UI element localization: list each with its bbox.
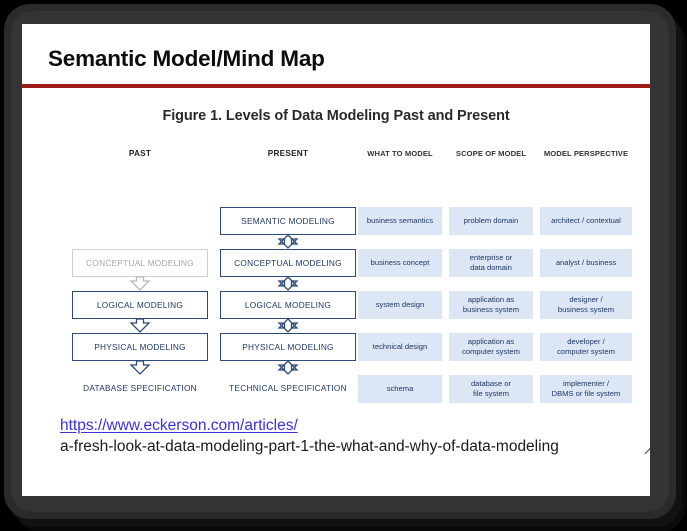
down-arrow-icon bbox=[129, 318, 151, 333]
cell-model-perspective-row-4: developer /computer system bbox=[540, 333, 632, 361]
source-link-url-line1[interactable]: https://www.eckerson.com/articles/ bbox=[60, 417, 298, 434]
present-box-logical-modeling: LOGICAL MODELING bbox=[220, 291, 356, 319]
source-link-block[interactable]: https://www.eckerson.com/articles/ a-fre… bbox=[60, 416, 650, 458]
down-arrow-icon bbox=[129, 276, 151, 291]
cell-model-perspective-row-5: implementer /DBMS or file system bbox=[540, 375, 632, 403]
figure-title: Figure 1. Levels of Data Modeling Past a… bbox=[162, 108, 510, 124]
title-divider-rule bbox=[22, 84, 650, 88]
present-box-physical-modeling: PHYSICAL MODELING bbox=[220, 333, 356, 361]
present-box-conceptual-modeling: CONCEPTUAL MODELING bbox=[220, 249, 356, 277]
double-headed-arrow-icon bbox=[277, 276, 299, 291]
double-headed-arrow-icon bbox=[277, 234, 299, 249]
double-headed-arrow-icon bbox=[277, 360, 299, 375]
down-arrow-icon bbox=[129, 360, 151, 375]
present-box-semantic-modeling: SEMANTIC MODELING bbox=[220, 207, 356, 235]
column-header-past: PAST bbox=[128, 149, 152, 158]
column-header-present: PRESENT bbox=[267, 149, 309, 158]
column-header-what-to-model: WHAT TO MODEL bbox=[367, 149, 433, 158]
past-box-conceptual-modeling: CONCEPTUAL MODELING bbox=[72, 249, 208, 277]
slide-frame: Semantic Model/Mind Map Figure 1. Levels… bbox=[4, 4, 676, 519]
figure-container: Figure 1. Levels of Data Modeling Past a… bbox=[22, 94, 650, 403]
page-title: Semantic Model/Mind Map bbox=[48, 46, 325, 71]
column-header-model-perspective: MODEL PERSPECTIVE bbox=[543, 149, 629, 158]
pen-annotation-icon bbox=[644, 447, 650, 455]
column-header-scope-of-model: SCOPE OF MODEL bbox=[455, 149, 527, 158]
past-box-physical-modeling: PHYSICAL MODELING bbox=[72, 333, 208, 361]
cell-what-to-model-row-4: technical design bbox=[358, 333, 442, 361]
cell-model-perspective-row-1: architect / contextual bbox=[540, 207, 632, 235]
past-terminal-label: DATABASE SPECIFICATION bbox=[83, 383, 197, 393]
present-terminal-label: TECHNICAL SPECIFICATION bbox=[229, 383, 347, 393]
double-headed-arrow-icon bbox=[277, 318, 299, 333]
cell-scope-of-model-row-1: problem domain bbox=[449, 207, 533, 235]
cell-what-to-model-row-1: business semantics bbox=[358, 207, 442, 235]
cell-model-perspective-row-3: designer /business system bbox=[540, 291, 632, 319]
slide-header: Semantic Model/Mind Map bbox=[22, 24, 650, 88]
cell-what-to-model-row-5: schema bbox=[358, 375, 442, 403]
cell-what-to-model-row-3: system design bbox=[358, 291, 442, 319]
past-box-logical-modeling: LOGICAL MODELING bbox=[72, 291, 208, 319]
cell-what-to-model-row-2: business concept bbox=[358, 249, 442, 277]
slide-canvas: Semantic Model/Mind Map Figure 1. Levels… bbox=[22, 24, 650, 496]
source-link-url-line2: a-fresh-look-at-data-modeling-part-1-the… bbox=[60, 437, 559, 455]
cell-model-perspective-row-2: analyst / business bbox=[540, 249, 632, 277]
